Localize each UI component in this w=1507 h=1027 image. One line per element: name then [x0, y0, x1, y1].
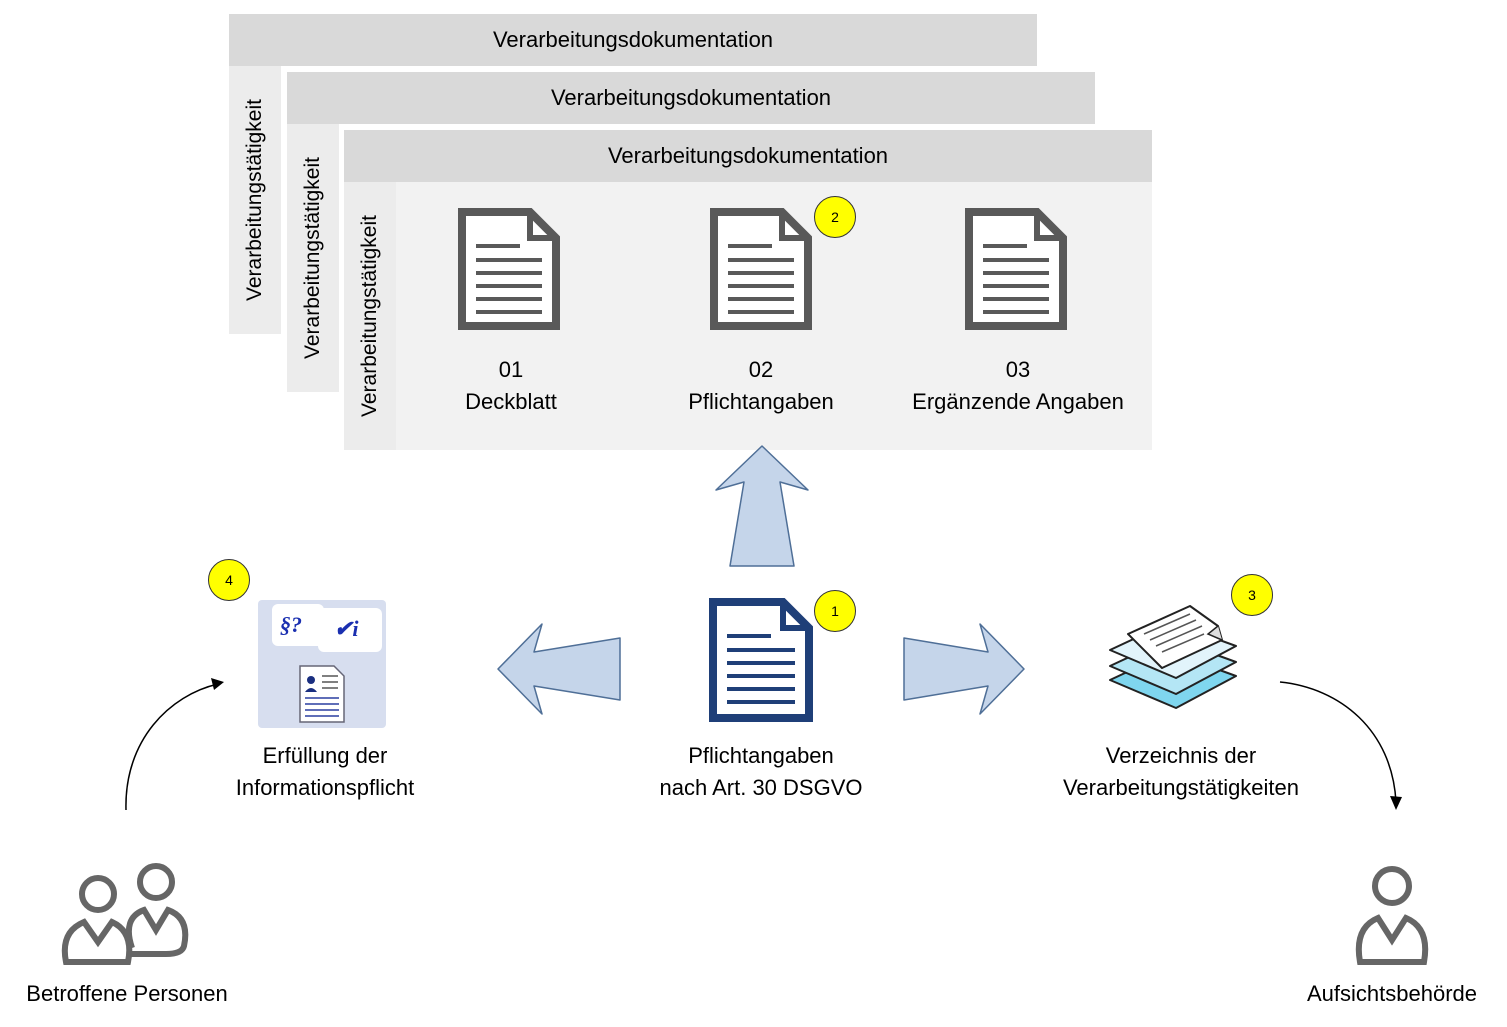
- badge-1: 1: [814, 590, 856, 632]
- doc-01-label: 01 Deckblatt: [411, 354, 611, 418]
- person-icon: [1355, 866, 1429, 965]
- layer3-side-label: Verarbeitungstätigkeit: [358, 215, 381, 417]
- speech-bubble: §?: [272, 604, 324, 646]
- right-label-line1: Verzeichnis der: [1105, 743, 1257, 768]
- layer1-header: Verarbeitungsdokumentation: [229, 14, 1037, 66]
- doc-number: 02: [748, 357, 774, 382]
- arrow-up-icon: [715, 445, 809, 567]
- badge-3: 3: [1231, 574, 1273, 616]
- arrow-right-icon: [903, 623, 1025, 715]
- layer2-side: Verarbeitungstätigkeit: [287, 124, 339, 392]
- center-label-line2: nach Art. 30 DSGVO: [659, 775, 863, 800]
- left-label-line2: Informationspflicht: [235, 775, 415, 800]
- doc-title: Pflichtangaben: [688, 389, 834, 414]
- speech-bubble: ✔i: [318, 608, 382, 652]
- center-label-line1: Pflichtangaben: [688, 743, 834, 768]
- document-icon: [709, 598, 813, 722]
- stacked-pages-icon: [1109, 605, 1237, 709]
- doc-number: 01: [498, 357, 524, 382]
- badge-4: 4: [208, 559, 250, 601]
- left-label: Erfüllung der Informationspflicht: [175, 740, 475, 804]
- layer1-side-label: Verarbeitungstätigkeit: [243, 99, 266, 301]
- document-icon: [965, 208, 1067, 330]
- center-label: Pflichtangaben nach Art. 30 DSGVO: [611, 740, 911, 804]
- doc-title: Deckblatt: [465, 389, 557, 414]
- document-icon: [710, 208, 812, 330]
- doc-number: 03: [1005, 357, 1031, 382]
- layer2-header: Verarbeitungsdokumentation: [287, 72, 1095, 124]
- persons-left-label: Betroffene Personen: [26, 981, 228, 1006]
- badge-2: 2: [814, 196, 856, 238]
- right-label: Verzeichnis der Verarbeitungstätigkeiten: [1011, 740, 1351, 804]
- right-label-line2: Verarbeitungstätigkeiten: [1062, 775, 1300, 800]
- layer3-header: Verarbeitungsdokumentation: [344, 130, 1152, 182]
- info-obligation-icon: §? ✔i: [258, 600, 386, 728]
- doc-03-label: 03 Ergänzende Angaben: [893, 354, 1143, 418]
- persons-right-label: Aufsichtsbehörde: [1307, 981, 1477, 1006]
- curved-arrow-down-icon: [1279, 681, 1402, 810]
- doc-title: Ergänzende Angaben: [912, 389, 1124, 414]
- bubble1-text: §?: [280, 612, 302, 637]
- layer2-side-label: Verarbeitungstätigkeit: [301, 157, 324, 359]
- curved-arrow-up-icon: [125, 678, 224, 811]
- doc-02-label: 02 Pflichtangaben: [661, 354, 861, 418]
- bubble2-text: ✔i: [334, 616, 359, 641]
- arrow-left-icon: [497, 623, 621, 715]
- left-label-line1: Erfüllung der: [262, 743, 388, 768]
- layer1-side: Verarbeitungstätigkeit: [229, 66, 281, 334]
- document-icon: [458, 208, 560, 330]
- layer3-side: Verarbeitungstätigkeit: [344, 182, 396, 450]
- profile-document-icon: [299, 665, 345, 723]
- two-persons-icon: [61, 863, 189, 965]
